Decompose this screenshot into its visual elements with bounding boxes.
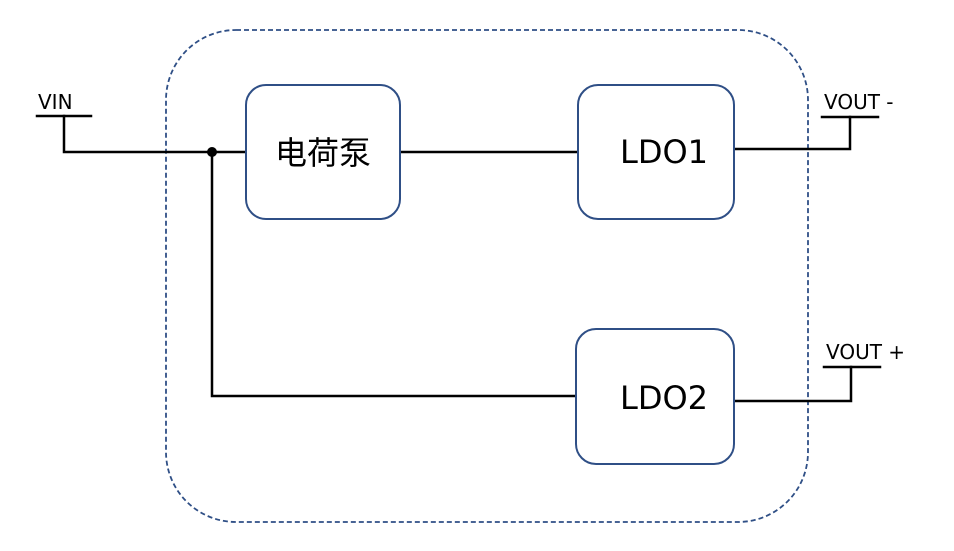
charge-pump-box — [245, 84, 401, 220]
ldo2-output-wire — [732, 365, 853, 403]
ldo2-block: LDO2 — [575, 328, 735, 465]
chip-boundary — [165, 29, 809, 523]
charge-pump-block: 电荷泵 — [245, 84, 401, 220]
vin-to-ldo2-wire — [210, 150, 578, 398]
ldo2-box — [575, 328, 735, 465]
ldo1-block: LDO1 — [577, 84, 735, 220]
wires — [35, 114, 882, 403]
vin-wire — [62, 114, 248, 154]
junction-dot — [207, 147, 217, 157]
vout-minus-label: VOUT - — [824, 90, 894, 114]
ldo1-output-wire — [732, 115, 852, 151]
vout-plus-label: VOUT + — [826, 340, 905, 364]
ldo1-box — [577, 84, 735, 220]
ldo1-label: LDO1 — [620, 133, 708, 171]
vin-label: VIN — [38, 90, 73, 114]
ldo2-label: LDO2 — [620, 379, 708, 417]
charge-pump-label: 电荷泵 — [275, 134, 371, 172]
